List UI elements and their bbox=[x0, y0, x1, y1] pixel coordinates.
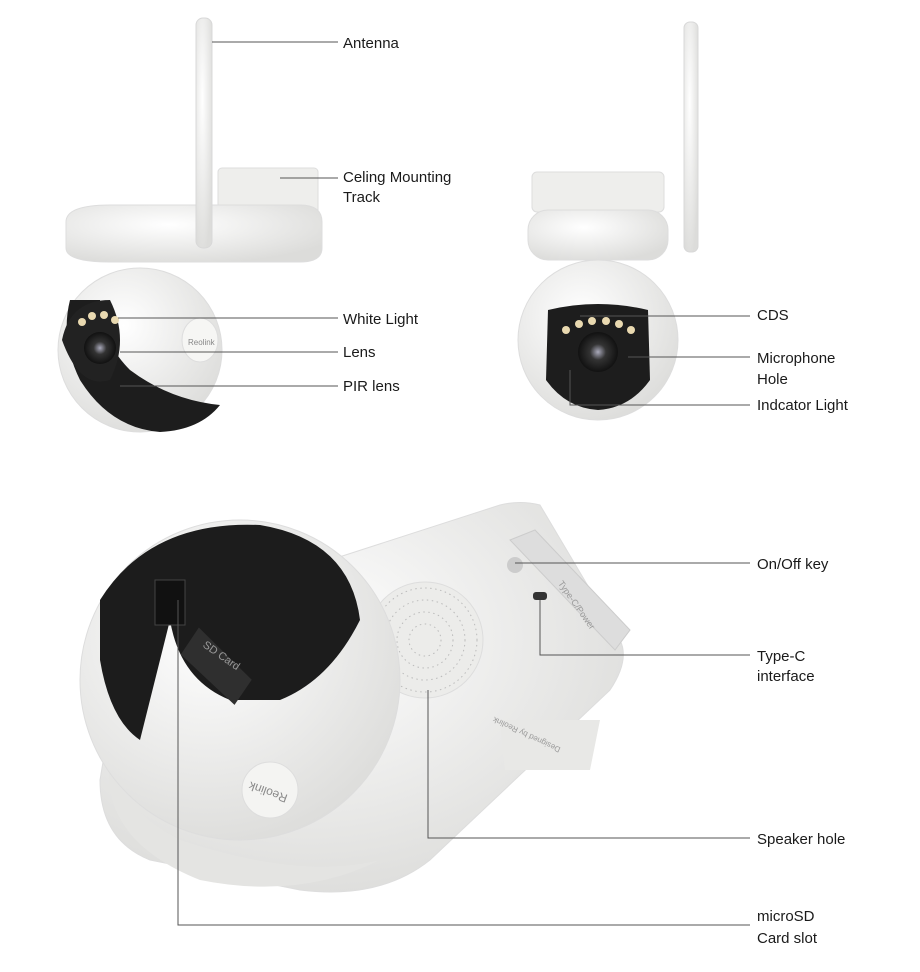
label-speaker-hole: Speaker hole bbox=[757, 831, 846, 848]
label-microsd-line1: microSD bbox=[757, 908, 815, 925]
label-white-light: White Light bbox=[343, 311, 419, 328]
label-lens: Lens bbox=[343, 344, 376, 361]
brand-logo-side: Reolink bbox=[188, 338, 215, 347]
label-indicator-light: Indcator Light bbox=[757, 397, 848, 414]
leader-lines bbox=[118, 41, 750, 926]
label-microphone-line1: Microphone bbox=[757, 350, 836, 367]
label-antenna: Antenna bbox=[343, 35, 399, 52]
label-ceiling-track-line2: Track bbox=[343, 189, 380, 206]
label-microsd-line2: Card slot bbox=[757, 930, 818, 947]
label-pir-lens: PIR lens bbox=[343, 378, 400, 395]
label-type-c-line1: Type-C bbox=[757, 648, 806, 665]
antenna-shape bbox=[195, 17, 213, 249]
camera-front-view bbox=[517, 21, 699, 421]
label-microphone-line2: Hole bbox=[757, 371, 788, 388]
label-type-c-line2: interface bbox=[757, 668, 815, 685]
label-ceiling-track-line1: Celing Mounting bbox=[343, 169, 452, 186]
camera-side-view bbox=[57, 17, 323, 433]
label-on-off-key: On/Off key bbox=[757, 556, 829, 573]
camera-rear-view bbox=[79, 502, 631, 893]
label-cds: CDS bbox=[757, 307, 789, 324]
